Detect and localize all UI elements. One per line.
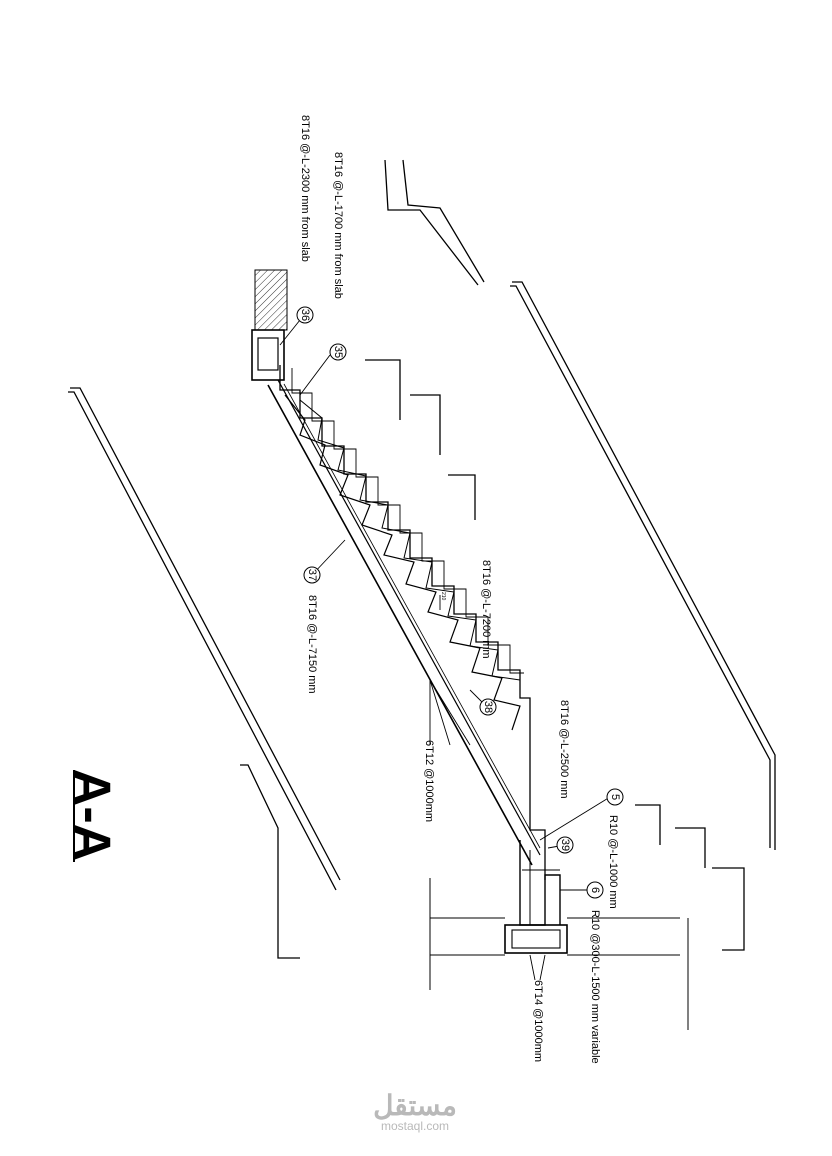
lower-beam — [504, 924, 568, 954]
svg-text:36: 36 — [299, 309, 311, 321]
watermark-latin: mostaql.com — [381, 1119, 449, 1133]
label-rebar-35: 8T16 @-L-1700 mm from slab — [332, 152, 344, 299]
step-profile — [279, 365, 546, 880]
label-rebar-5: R10 @-L-1000 mm — [607, 815, 619, 909]
label-rebar-6t12: 6T12 @1000mm — [423, 740, 435, 822]
bar-shape-L1 — [365, 359, 401, 420]
bar-shape-left-long — [70, 387, 341, 881]
svg-text:37: 37 — [306, 569, 318, 581]
label-rebar-6: R10 @300-L-1500 mm variable — [589, 910, 601, 1064]
rebar-labels: 8T16 @-L-1700 mm from slab 8T16 @-L-2300… — [299, 115, 619, 1064]
label-rebar-39: 8T16 @-L-2500 mm — [558, 700, 570, 799]
watermark: مستقل mostaql.com — [373, 1090, 457, 1133]
bar-shape-L3 — [448, 474, 476, 520]
callout-39: 39 — [556, 836, 574, 854]
label-rebar-36: 8T16 @-L-2300 mm from slab — [299, 115, 311, 262]
bar-shape-L6 — [712, 867, 745, 951]
step-rebar-zigzag — [284, 394, 521, 731]
bar-shape-right-long — [512, 281, 776, 850]
callout-38: 38 — [479, 698, 497, 716]
svg-text:39: 39 — [559, 839, 571, 851]
svg-text:35: 35 — [332, 346, 344, 358]
callout-6: 6 — [586, 881, 604, 899]
section-title: A-A — [62, 769, 120, 861]
callout-circles: 35 36 37 38 39 5 6 — [296, 306, 624, 899]
callout-5: 5 — [606, 788, 624, 806]
bar-shape-L4 — [635, 804, 661, 845]
label-rebar-38: 8T16 @-L-7200 mm — [480, 560, 492, 659]
callout-35: 35 — [329, 343, 347, 361]
dim-210: 210 — [440, 592, 446, 601]
svg-text:5: 5 — [609, 794, 621, 800]
callout-36: 36 — [296, 306, 314, 324]
bar-shape-lower-left — [240, 764, 300, 959]
bar-shapes — [68, 159, 776, 959]
label-rebar-37: 8T16 @-L-7150 mm — [306, 595, 318, 694]
bar-shape-L5 — [675, 827, 706, 868]
svg-text:6: 6 — [589, 887, 601, 893]
stair-structure — [251, 269, 689, 1030]
callout-37: 37 — [303, 566, 321, 584]
bar-shape-top — [384, 159, 479, 286]
svg-text:38: 38 — [482, 701, 494, 713]
upper-support-hatch — [254, 269, 288, 331]
bar-shape-L2 — [410, 394, 441, 455]
watermark-arabic: مستقل — [373, 1090, 457, 1121]
upper-beam — [251, 329, 285, 381]
slab-soffit — [267, 384, 533, 866]
label-rebar-6t14: 6T14 @1000mm — [532, 980, 544, 1062]
